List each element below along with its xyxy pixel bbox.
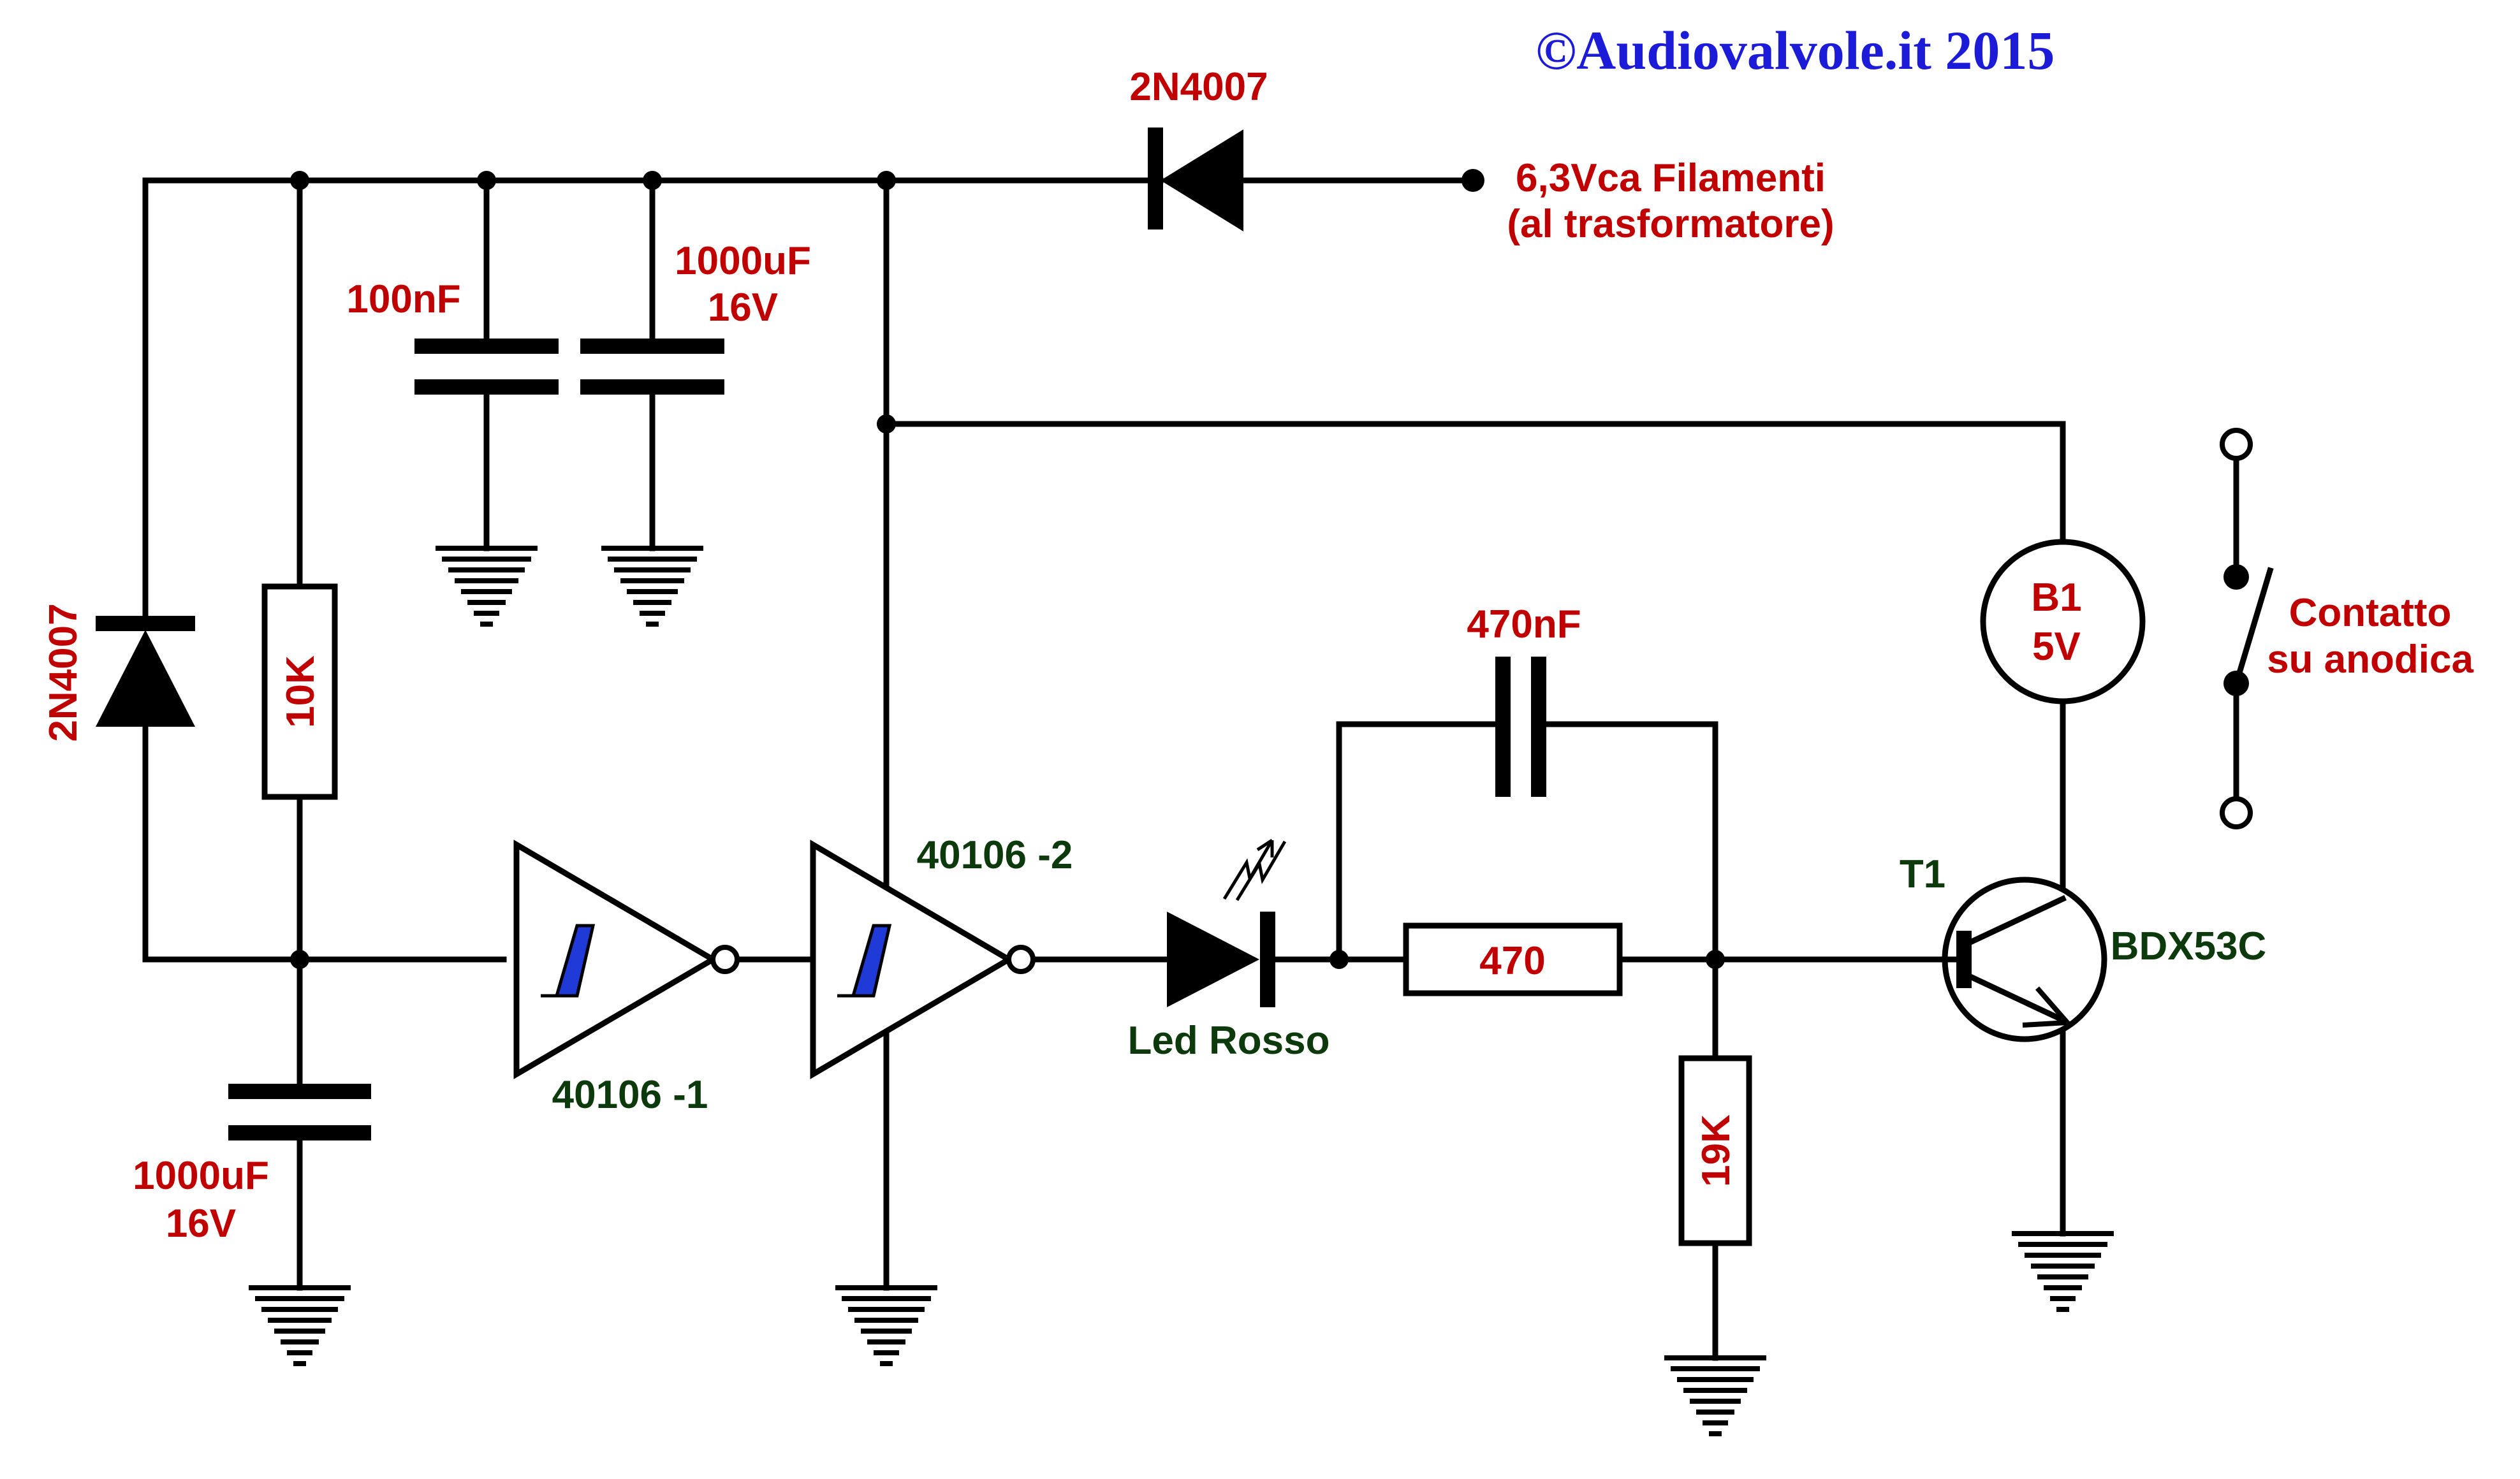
copyright-title: ©Audiovalvole.it 2015 (1535, 20, 2055, 81)
bulb-b1 (1980, 539, 2146, 704)
inverter-bubble (1006, 945, 1036, 974)
led-red (1167, 838, 1287, 1007)
resistor-10k (261, 583, 338, 800)
diode-series (1148, 127, 1243, 231)
inverter-40106-1 (513, 840, 740, 1079)
switch-contact-dot (2223, 564, 2249, 590)
label-shunt-diode: 2N4007 (41, 603, 85, 741)
inverter-bubble (710, 945, 740, 974)
diode-shunt (96, 616, 195, 727)
switch-lever (2232, 567, 2274, 687)
ground-icon (1664, 1355, 1766, 1436)
label-series-diode: 2N4007 (1129, 65, 1268, 109)
supply-to-bulb-wire (883, 421, 2066, 545)
emitter-arrow-icon (2022, 986, 2073, 1028)
junction-dot (477, 171, 496, 190)
transistor-emitter (1967, 973, 2067, 1024)
input-terminal-dot (1461, 169, 1484, 192)
junction-dot (290, 171, 309, 190)
junctions (290, 169, 1725, 969)
junction-dot (1330, 950, 1349, 969)
capacitor-1000uf-top (580, 339, 724, 395)
capacitor-470nf (1495, 657, 1546, 797)
inverter-40106-2 (810, 840, 1036, 1079)
diode-triangle (96, 630, 195, 727)
ground-icon (601, 546, 703, 627)
hysteresis-icon (837, 924, 892, 998)
label-r10k: 10K (279, 655, 323, 728)
labels: ©Audiovalvole.it 2015 2N4007 6,3Vca Fila… (41, 20, 2473, 1246)
inverter-body (513, 840, 719, 1079)
inverter-body (810, 840, 1015, 1079)
junction-dot (877, 414, 896, 433)
capacitor-100nf (414, 339, 559, 395)
label-r470: 470 (1479, 939, 1545, 983)
resistor-470 (1403, 922, 1623, 996)
switch-contact (2220, 428, 2274, 829)
diode-triangle (1161, 129, 1243, 231)
switch-terminal (2220, 796, 2253, 829)
label-transistor-ref: T1 (1900, 852, 1945, 896)
ground-icon (249, 1285, 351, 1366)
wires (142, 177, 2239, 1361)
junction-dot (290, 950, 309, 969)
label-c100nf: 100nF (346, 277, 460, 321)
grounds (249, 546, 2114, 1436)
label-c1000uf-top-value: 1000uF (675, 239, 811, 283)
label-c1000uf-top-voltage: 16V (708, 286, 778, 330)
ground-icon (436, 546, 538, 627)
label-c1000uf-bottom-voltage: 16V (166, 1202, 236, 1246)
label-inverter-1: 40106 -1 (552, 1073, 708, 1117)
label-c1000uf-bottom-value: 1000uF (133, 1154, 269, 1198)
label-r19k: 19K (1694, 1114, 1738, 1187)
shunt-diode-wire (142, 177, 507, 963)
transistor-t1 (1942, 877, 2107, 1042)
capacitor-1000uf-bottom (228, 1084, 371, 1140)
led-triangle (1167, 912, 1259, 1007)
label-bulb-ref: B1 (2031, 576, 2081, 620)
ground-icon (835, 1285, 937, 1366)
label-source-line1: 6,3Vca Filamenti (1516, 156, 1826, 200)
label-c470nf: 470nF (1467, 602, 1581, 646)
resistor-19k (1678, 1055, 1752, 1246)
label-source-line2: (al trasformatore) (1507, 202, 1834, 246)
label-contact-line1: Contatto (2289, 591, 2452, 635)
junction-dot (877, 171, 896, 190)
label-contact-line2: su anodica (2267, 638, 2473, 681)
junction-dot (643, 171, 662, 190)
switch-terminal (2220, 428, 2253, 461)
label-inverter-2: 40106 -2 (917, 833, 1073, 877)
label-bulb-voltage: 5V (2032, 625, 2081, 669)
hysteresis-icon (541, 924, 596, 998)
light-emission-icon (1222, 838, 1287, 901)
label-transistor-type: BDX53C (2111, 924, 2267, 968)
label-led: Led Rosso (1128, 1019, 1330, 1063)
transistor-collector (1967, 895, 2067, 946)
ground-icon (2012, 1231, 2114, 1312)
c470nf-loop-wire (1336, 721, 1718, 1361)
junction-dot (1706, 950, 1725, 969)
